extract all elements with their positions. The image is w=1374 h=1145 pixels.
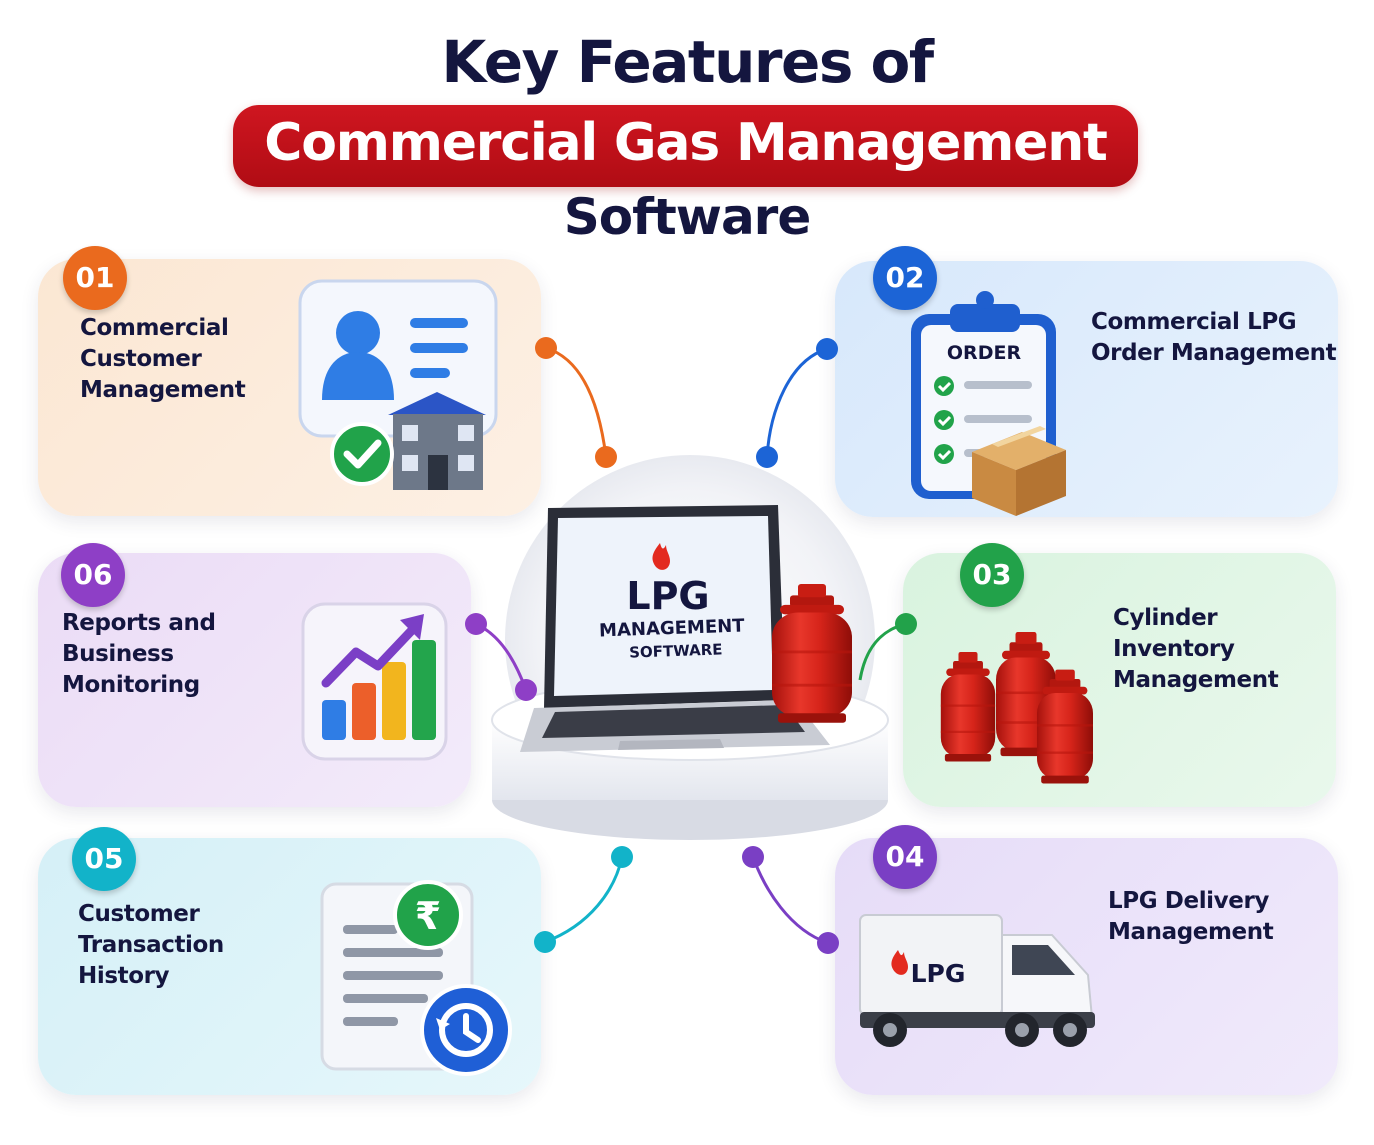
delivery-truck-icon: LPG	[859, 914, 1095, 1047]
badge-05: 05	[72, 827, 136, 891]
laptop-icon: LPG MANAGEMENT SOFTWARE	[520, 505, 830, 752]
badge-01: 01	[63, 246, 127, 310]
label-order-management: Commercial LPG Order Management	[1091, 309, 1337, 366]
connector-dots	[465, 337, 917, 954]
connectors	[475, 346, 907, 945]
title-banner	[233, 105, 1138, 187]
reports-chart-icon	[301, 602, 448, 761]
cylinder-inventory-icon	[940, 632, 1093, 784]
badge-03: 03	[960, 543, 1024, 607]
flame-icon	[652, 543, 670, 570]
label-customer-management: Commercial Customer Management	[80, 315, 246, 403]
order-text: ORDER	[947, 342, 1022, 364]
check-badge-icon	[330, 422, 394, 486]
screen-lpg-text: LPG	[626, 574, 709, 618]
history-clock-icon	[420, 984, 512, 1076]
badge-02: 02	[873, 246, 937, 310]
title-line-2: Commercial Gas Management	[264, 113, 1108, 173]
screen-software-text: SOFTWARE	[629, 640, 723, 661]
label-reports: Reports and Business Monitoring	[62, 610, 216, 698]
package-box-icon	[972, 426, 1066, 516]
label-transaction-history: Customer Transaction History	[78, 901, 224, 989]
label-cylinder-inventory: Cylinder Inventory Management	[1113, 605, 1279, 693]
badge-04: 04	[873, 825, 937, 889]
building-icon	[388, 392, 486, 490]
title-line-3: Software	[563, 188, 812, 246]
rupee-symbol: ₹	[415, 894, 441, 938]
truck-lpg-text: LPG	[911, 959, 966, 988]
rupee-coin-icon: ₹	[393, 880, 463, 950]
badge-06: 06	[61, 543, 125, 607]
screen-management-text: MANAGEMENT	[599, 615, 746, 641]
title-line-1: Key Features of	[441, 28, 934, 96]
label-delivery-management: LPG Delivery Management	[1108, 888, 1274, 945]
